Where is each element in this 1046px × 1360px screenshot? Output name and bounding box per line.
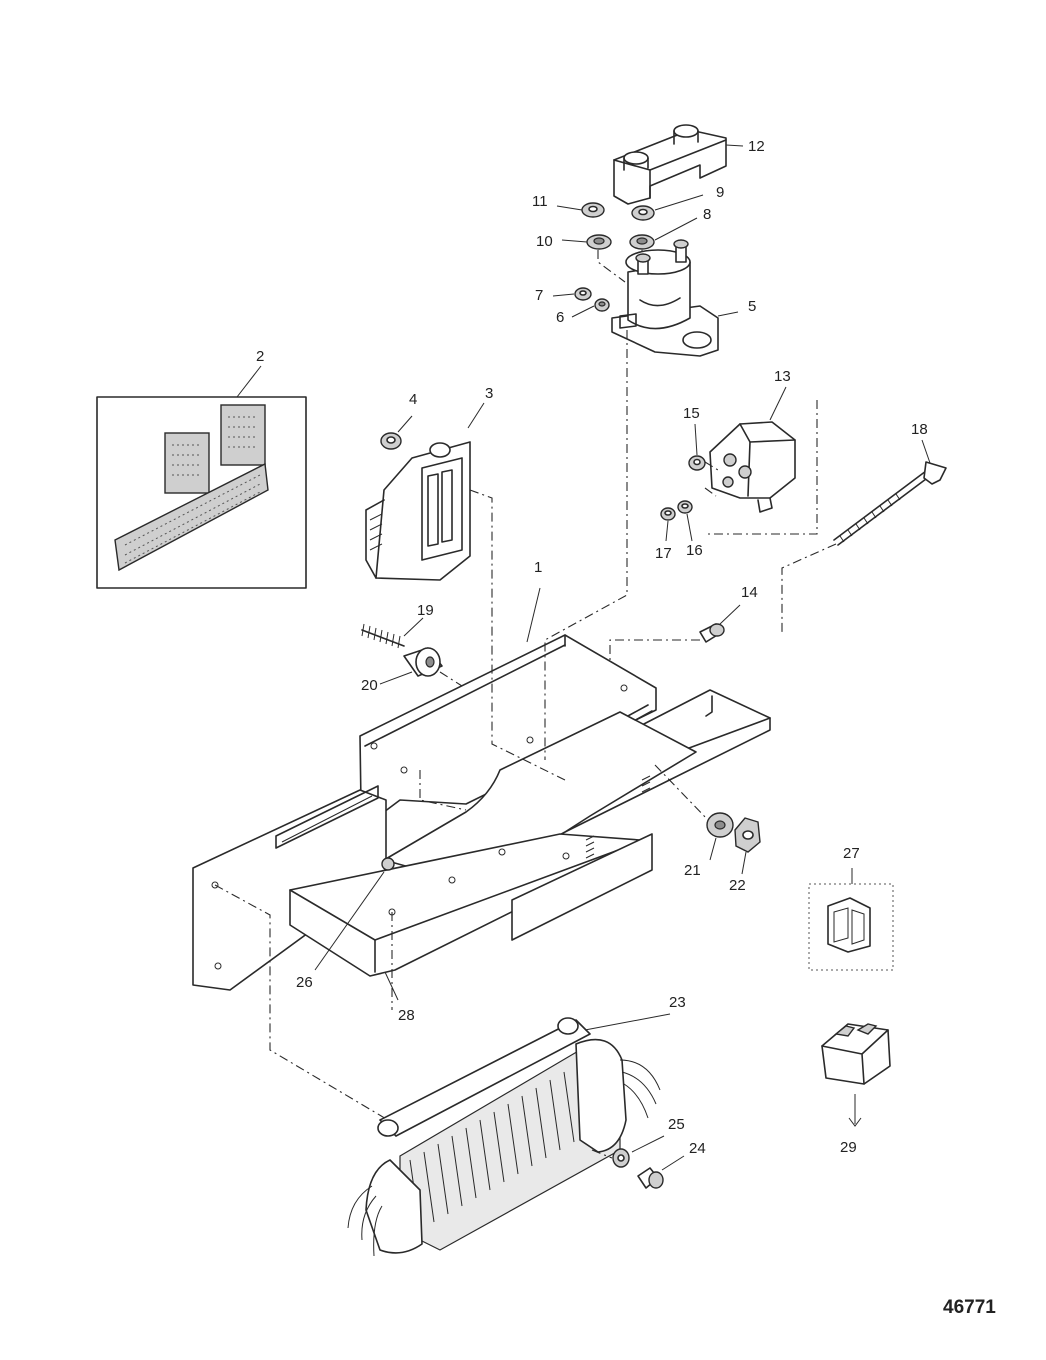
callout-5: 5 <box>748 298 757 315</box>
figure-number: 46771 <box>943 1297 996 1318</box>
callout-9: 9 <box>716 184 725 201</box>
callout-12: 12 <box>748 138 765 155</box>
part-19-spring <box>361 617 424 649</box>
parts-21-22-nut-washer <box>654 764 761 875</box>
assembly-centerlines <box>214 330 628 1121</box>
part-26-leader <box>314 871 385 971</box>
part-14-screw <box>609 604 741 690</box>
callout-10: 10 <box>536 233 553 250</box>
callout-16: 16 <box>686 542 703 559</box>
callout-7: 7 <box>535 287 544 304</box>
part-20-bushing <box>379 647 463 687</box>
part-18-long-bolt <box>781 439 947 632</box>
callout-19: 19 <box>417 602 434 619</box>
part-13-connector <box>709 386 796 513</box>
part-3-bracket-plate <box>365 402 485 581</box>
part-12-clamp-bracket <box>613 124 744 205</box>
part-2-decal-set <box>96 365 307 589</box>
part-1-main-tray <box>192 587 771 1001</box>
callout-1: 1 <box>534 559 543 576</box>
parts-8-11-nuts-washers <box>556 194 704 283</box>
callout-13: 13 <box>774 368 791 385</box>
callout-14: 14 <box>741 584 758 601</box>
callout-24: 24 <box>689 1140 706 1157</box>
callout-15: 15 <box>683 405 700 422</box>
callout-4: 4 <box>409 391 418 408</box>
callout-18: 18 <box>911 421 928 438</box>
part-5-solenoid <box>611 239 739 357</box>
parts-6-7-nut-washer <box>552 287 610 318</box>
callout-26: 26 <box>296 974 313 991</box>
part-27-relay-bracket <box>808 868 894 971</box>
parts-24-25-screw-washer <box>591 1135 685 1189</box>
callout-2: 2 <box>256 348 265 365</box>
callout-8: 8 <box>703 206 712 223</box>
callout-23: 23 <box>669 994 686 1011</box>
callout-3: 3 <box>485 385 494 402</box>
part-4-nut <box>380 415 413 450</box>
part-23-control-module <box>347 1013 671 1257</box>
parts-15-16-17-nuts <box>660 400 818 542</box>
callout-25: 25 <box>668 1116 685 1133</box>
callout-17: 17 <box>655 545 672 562</box>
callout-11: 11 <box>532 193 548 210</box>
part-29-relay <box>821 1023 891 1127</box>
callout-29: 29 <box>840 1139 857 1156</box>
callout-27: 27 <box>843 845 860 862</box>
callout-21: 21 <box>684 862 701 879</box>
callout-20: 20 <box>361 677 378 694</box>
callout-28: 28 <box>398 1007 415 1024</box>
callout-6: 6 <box>556 309 565 326</box>
callout-22: 22 <box>729 877 746 894</box>
